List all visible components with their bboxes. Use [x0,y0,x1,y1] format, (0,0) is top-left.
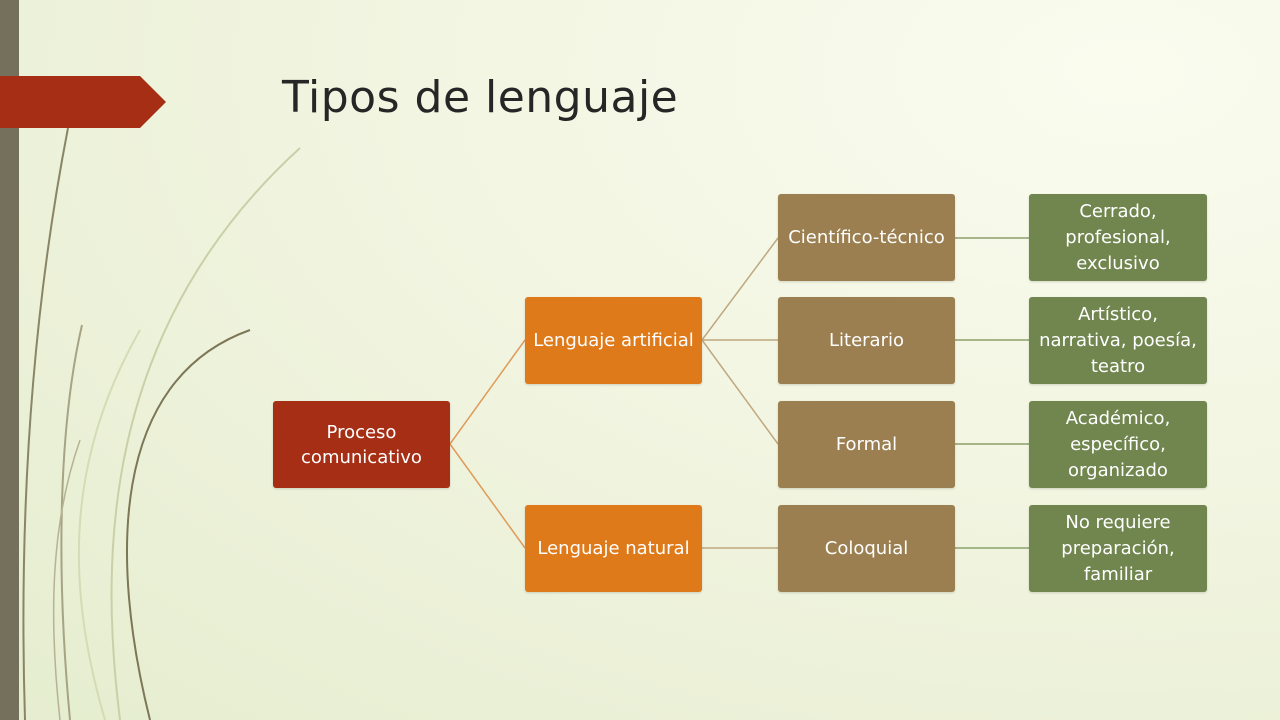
slide-title: Tipos de lenguaje [282,72,679,123]
node-label: Coloquial [824,538,909,559]
node-label: Literario [828,330,904,351]
connector-artificial-cientifico [701,237,779,341]
node-coloquial: Coloquial [778,505,955,592]
node-formal: Formal [778,401,955,488]
node-detail-formal: Académico, específico, organizado [1029,401,1207,488]
node-label: Lenguaje natural [537,538,690,559]
node-detail-cientifico: Cerrado, profesional, exclusivo [1029,194,1207,281]
node-label: Cerrado, profesional, exclusivo [1065,200,1171,274]
node-label: Proceso comunicativo [301,421,422,468]
decorative-curve [110,147,301,720]
node-proceso-comunicativo: Proceso comunicativo [273,401,450,488]
node-label: Formal [835,434,898,455]
connector-root-natural [449,443,526,549]
decorative-curve [52,439,81,720]
node-label: Académico, específico, organizado [1065,407,1171,481]
node-label: Científico-técnico [788,227,945,248]
decorative-curve [60,324,83,720]
decorative-curves [22,127,301,720]
connector-root-artificial [449,339,526,445]
node-literario: Literario [778,297,955,384]
decorative-curve [77,329,141,720]
node-detail-coloquial: No requiere preparación, familiar [1029,505,1207,592]
connector-artificial-formal [701,339,779,445]
node-detail-literario: Artístico, narrativa, poesía, teatro [1029,297,1207,384]
decorative-curve [22,127,69,720]
node-cientifico-tecnico: Científico-técnico [778,194,955,281]
node-label: No requiere preparación, familiar [1061,511,1175,585]
title-flag-shape [0,76,166,128]
node-lenguaje-artificial: Lenguaje artificial [525,297,702,384]
node-label: Artístico, narrativa, poesía, teatro [1039,303,1197,377]
node-lenguaje-natural: Lenguaje natural [525,505,702,592]
left-accent-bar [0,0,19,720]
node-label: Lenguaje artificial [533,330,694,351]
decorative-curve [125,329,251,720]
